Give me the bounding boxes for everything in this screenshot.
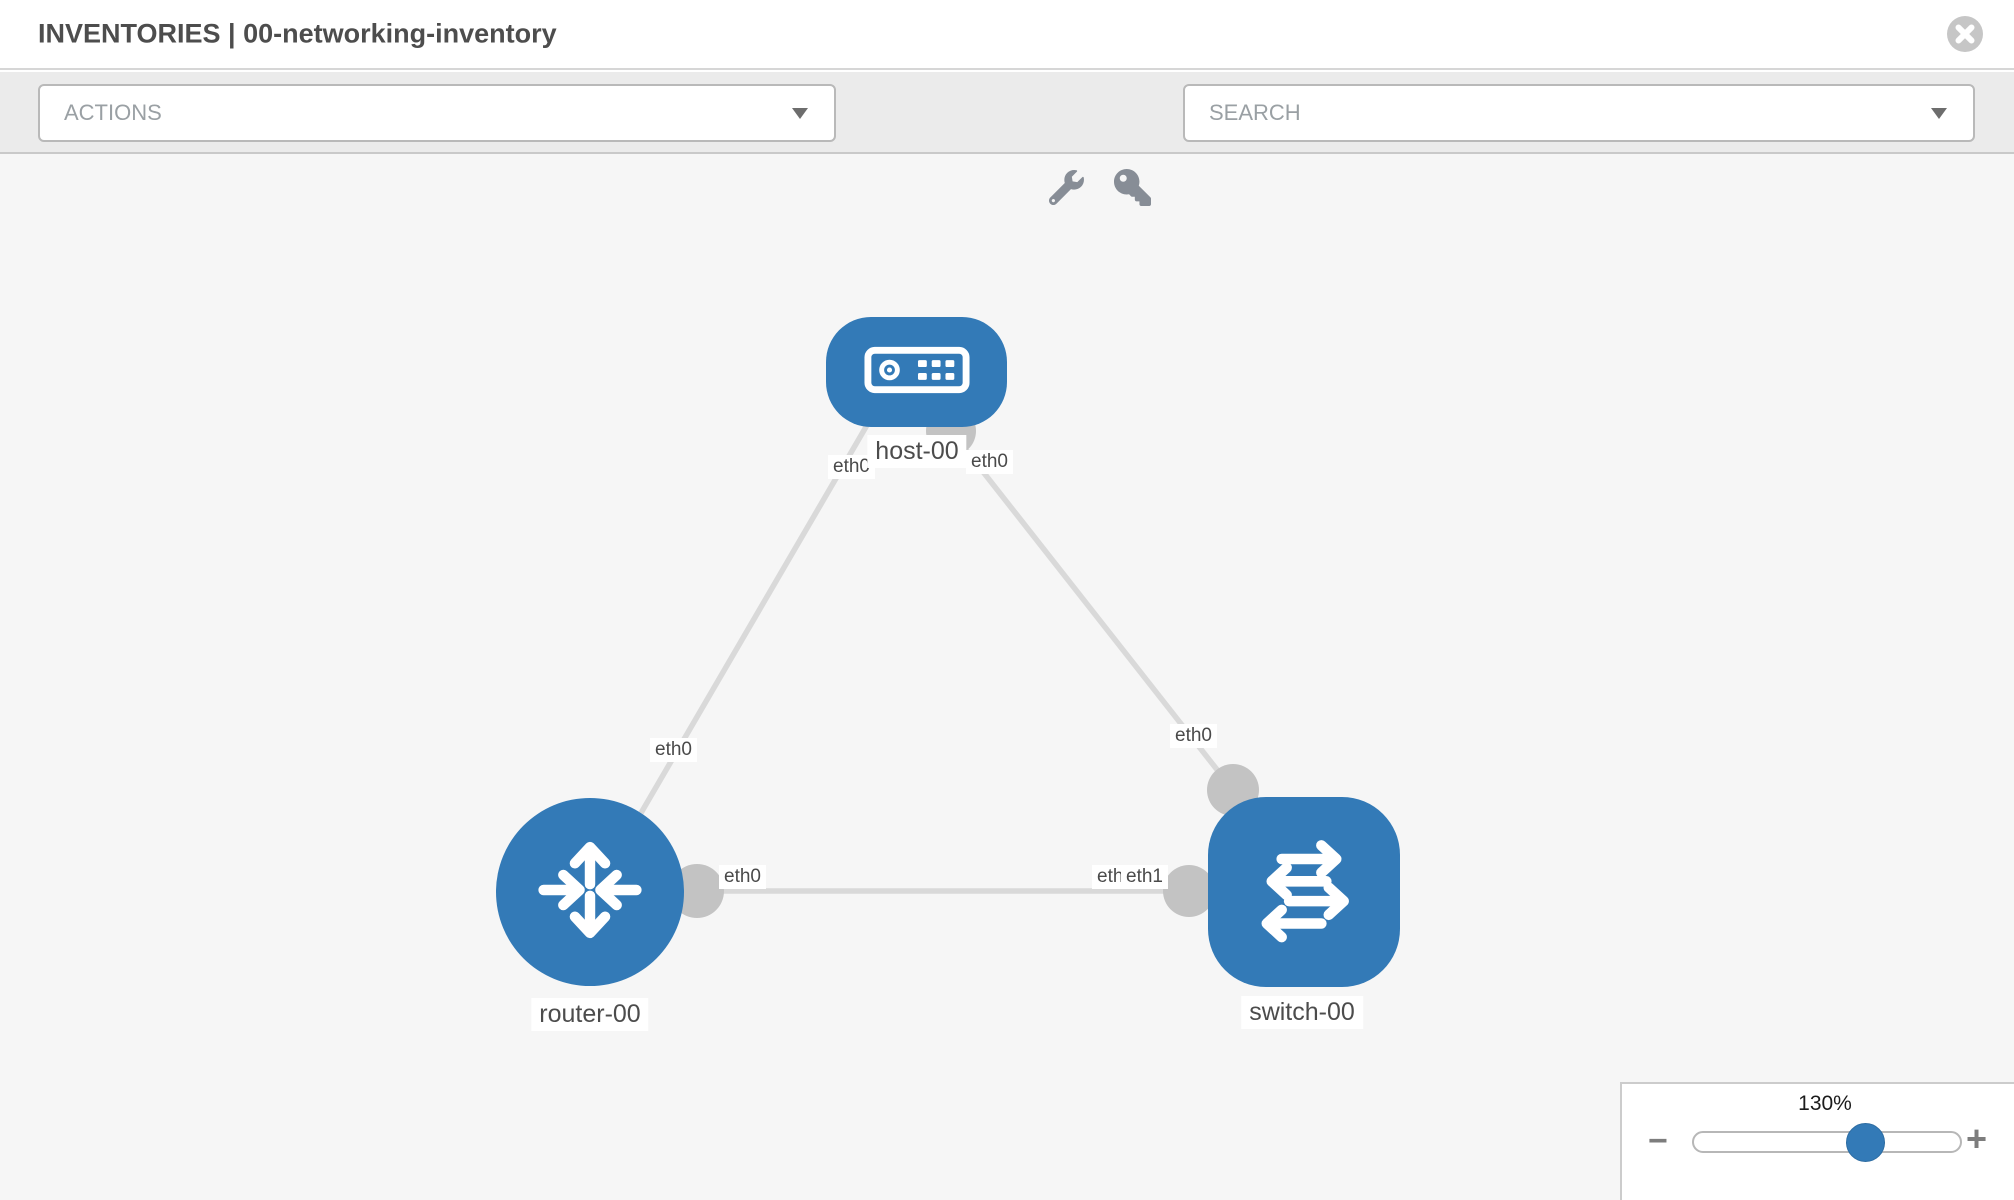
times-circle-icon	[1946, 16, 1984, 56]
plus-icon: +	[1966, 1118, 1988, 1159]
toolbar: ACTIONS SEARCH	[0, 72, 2014, 206]
search-dropdown-label: SEARCH	[1209, 100, 1301, 125]
node-host-00[interactable]	[826, 317, 1007, 427]
zoom-percentage: 130%	[1798, 1092, 1852, 1115]
server-icon	[863, 345, 971, 400]
interface-label-router-eth0-to-host: eth0	[650, 738, 697, 762]
page-title: INVENTORIES | 00-networking-inventory	[38, 18, 557, 49]
actions-dropdown-label: ACTIONS	[64, 100, 162, 125]
interface-label-host-eth0-to-router: eth0	[828, 455, 875, 479]
minus-icon: −	[1648, 1122, 1668, 1160]
wrench-button[interactable]	[1049, 170, 1084, 208]
key-button[interactable]	[1114, 169, 1151, 209]
key-icon	[1114, 169, 1151, 209]
node-label-host-00: host-00	[867, 435, 967, 468]
header: INVENTORIES | 00-networking-inventory	[0, 0, 2014, 70]
connector-router-right	[670, 864, 724, 918]
node-switch-00[interactable]	[1208, 797, 1400, 987]
interface-label-switch-eth1-to-router: eth1	[1121, 865, 1168, 889]
node-router-00[interactable]	[496, 798, 684, 986]
interface-label-host-eth0-to-switch: eth0	[966, 450, 1013, 474]
switch-icon	[1242, 828, 1366, 957]
connector-switch-left	[1163, 865, 1215, 917]
topology-canvas[interactable]: host-00 router-00 switch-00 eth0 eth0 et…	[0, 154, 2014, 1200]
search-dropdown[interactable]: SEARCH	[1183, 84, 1975, 142]
close-button[interactable]	[1946, 15, 1984, 53]
node-label-router-00: router-00	[531, 998, 649, 1031]
interface-label-router-eth0-to-switch: eth0	[719, 865, 766, 889]
interface-label-switch-occluded: eth0	[1092, 865, 1123, 889]
zoom-out-button[interactable]: −	[1648, 1124, 1668, 1158]
chevron-down-icon	[792, 108, 808, 119]
wrench-icon	[1049, 170, 1084, 208]
topology-links-layer	[638, 406, 1259, 918]
zoom-control-panel: 130% − +	[1620, 1082, 2014, 1200]
chevron-down-icon	[1931, 108, 1947, 119]
actions-dropdown[interactable]: ACTIONS	[38, 84, 836, 142]
zoom-slider-thumb[interactable]	[1846, 1123, 1885, 1162]
zoom-in-button[interactable]: +	[1966, 1121, 1987, 1157]
router-icon	[532, 832, 648, 953]
zoom-slider-track[interactable]	[1692, 1131, 1962, 1153]
interface-label-switch-eth0-to-host: eth0	[1170, 724, 1217, 748]
node-label-switch-00: switch-00	[1241, 996, 1363, 1029]
